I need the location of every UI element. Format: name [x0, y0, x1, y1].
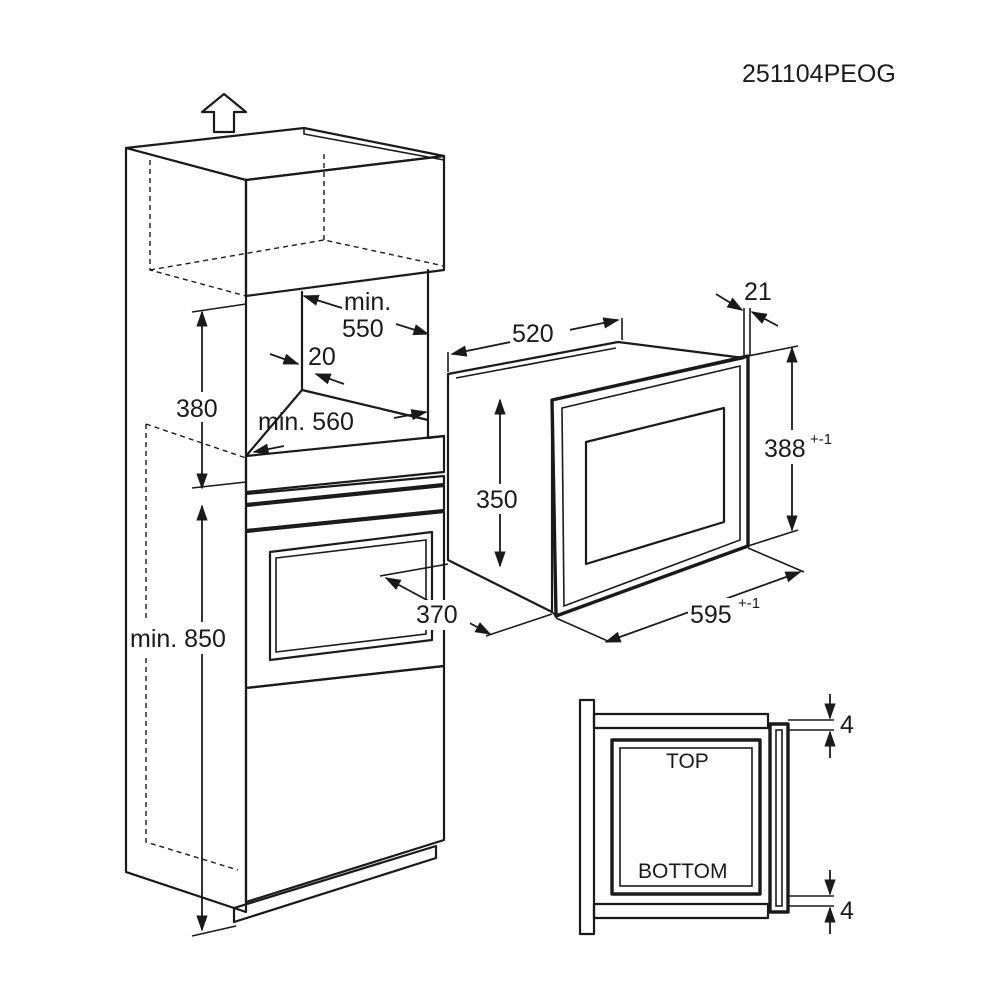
dim-min-depth-line1: min.: [344, 288, 391, 316]
cabinet-dimensions: 380 min. 850 min. 550 20 min. 560: [128, 288, 430, 937]
section-detail: 4 4 TOP BOTTOM: [578, 694, 854, 936]
appliance-body: [446, 340, 746, 614]
cabinet-bottom-door: [244, 664, 446, 904]
detail-appliance-inner: [619, 747, 753, 887]
oven-drawer-strip: [244, 484, 446, 532]
detail-bottom-rail: [592, 902, 770, 920]
cabinet-top-rim: [303, 128, 445, 161]
appliance-body-top: [455, 347, 617, 379]
niche-right-wall: [426, 268, 446, 440]
appliance-front-panel: [550, 354, 750, 618]
dim-front-width: 595: [690, 601, 732, 629]
cabinet-top-front: [244, 154, 446, 298]
dim-bottom-gap: 4: [840, 897, 854, 925]
dim-niche-height: 380: [176, 395, 218, 423]
dim-min-width: min. 560: [258, 408, 354, 436]
cabinet-hidden-edges-bottom: [145, 423, 247, 871]
tall-cabinet: [124, 92, 446, 924]
dim-gap: 20: [308, 343, 336, 371]
dim-body-height: 350: [476, 486, 518, 514]
dim-top-gap: 4: [840, 711, 854, 739]
appliance-window: [584, 406, 726, 566]
dim-min-depth-line2: 550: [342, 315, 384, 343]
dim-depth: 520: [512, 320, 554, 348]
detail-front-panel-inner: [775, 729, 783, 907]
cabinet-left-panel: [124, 146, 248, 914]
detail-appliance-box: [610, 738, 762, 896]
oven-window-inner: [275, 539, 427, 653]
label-bottom: BOTTOM: [638, 860, 727, 883]
detail-front-panel: [768, 722, 790, 914]
appliance-dimensions: 520 21 388 +-1 350 370 595 +-1: [379, 278, 842, 643]
dim-body-depth: 370: [416, 601, 458, 629]
niche-floor-front: [244, 434, 446, 494]
dim-front-height-tol: +-1: [810, 431, 832, 448]
appliance-front-inner: [561, 364, 741, 608]
label-top: TOP: [666, 750, 709, 773]
oven-control-strip: [244, 474, 446, 506]
cabinet-plinth: [232, 844, 438, 924]
dim-min-height: min. 850: [130, 625, 226, 653]
microwave-appliance: [446, 340, 750, 618]
dim-frame: 21: [744, 278, 772, 306]
detail-top-rail: [592, 712, 770, 730]
document-code: 251104PEOG: [742, 60, 896, 88]
cabinet-top-panel: [124, 126, 446, 182]
oven-window: [268, 530, 434, 662]
cabinet-hidden-edges-top: [149, 150, 445, 297]
dim-front-width-tol: +-1: [738, 595, 760, 612]
detail-outer-frame: [578, 698, 596, 936]
ventilation-arrow-icon: [200, 92, 248, 134]
dim-front-height: 388: [764, 435, 806, 463]
